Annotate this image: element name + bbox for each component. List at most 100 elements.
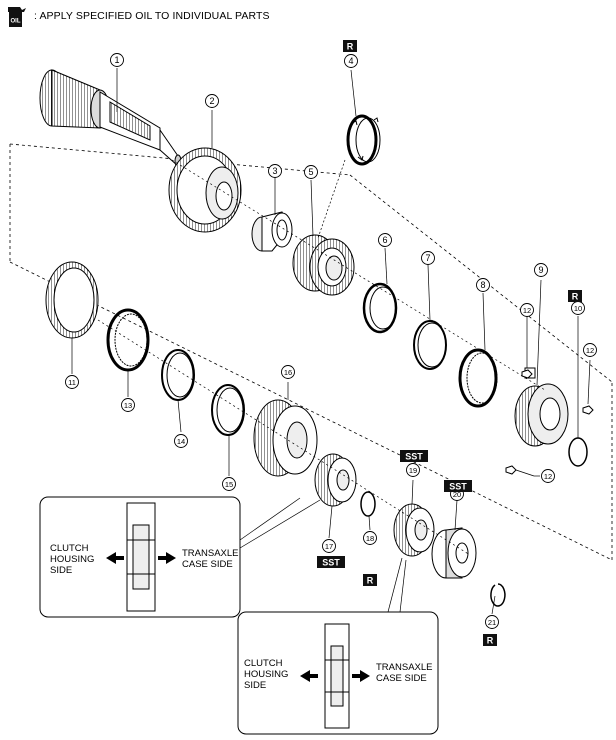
callout-number: 5	[308, 167, 313, 177]
inset-right-arrow-right-icon	[352, 670, 370, 682]
callout-number: 13	[124, 401, 132, 410]
callout-number: 1	[114, 55, 119, 65]
inset-left-transaxle-label: TRANSAXLE CASE SIDE	[182, 548, 241, 570]
callout-12: 12	[541, 469, 555, 483]
ring-part-7	[413, 320, 447, 370]
ring-part-15	[211, 384, 245, 436]
callout-number: 4	[348, 56, 353, 66]
snap-ring-part-18	[360, 491, 376, 517]
callout-4: 4	[344, 54, 358, 68]
inset-left-arrow-left-icon	[106, 552, 124, 564]
callout-12: 12	[583, 343, 597, 357]
bearing-part-3	[251, 211, 293, 252]
r-tag-part-21: R	[483, 634, 497, 646]
r-tag-part-18: R	[363, 574, 377, 586]
oil-icon-text: OIL	[11, 19, 21, 25]
tag-label: SST	[405, 452, 423, 462]
callout-number: 12	[544, 472, 552, 481]
callout-number: 9	[538, 265, 543, 275]
gear-part-5	[292, 234, 355, 296]
tag-label: R	[367, 576, 374, 586]
callout-3: 3	[268, 164, 282, 178]
r-tag-part-4: R	[343, 40, 357, 52]
callout-number: 17	[325, 542, 333, 551]
gear-part-2	[168, 147, 242, 233]
gear-part-19	[393, 503, 435, 557]
bearing-part-20	[431, 527, 477, 579]
inset-left-gear-section	[126, 502, 156, 612]
callout-number: 12	[586, 346, 594, 355]
ring-part-6	[362, 282, 398, 334]
callout-7: 7	[421, 251, 435, 265]
ring-part-11	[45, 261, 99, 339]
callout-21: 21	[485, 615, 499, 629]
inset-right: CLUTCH HOUSING SIDE TRANSAXLE CASE SIDE	[237, 611, 439, 735]
r-tag-part-10: R	[568, 290, 582, 302]
sst-tag-part-20: SST	[444, 480, 472, 492]
callout-number: 3	[272, 166, 277, 176]
callout-number: 14	[177, 437, 185, 446]
inset-right-gear-section	[324, 623, 350, 729]
tag-label: SST	[322, 558, 340, 568]
inset-left-arrow-right-icon	[158, 552, 176, 564]
callout-14: 14	[174, 434, 188, 448]
input-shaft-part	[39, 69, 182, 168]
callout-15: 15	[222, 477, 236, 491]
tag-label: R	[487, 636, 494, 646]
tag-label: R	[572, 292, 579, 302]
callout-17: 17	[322, 539, 336, 553]
sst-tag-part-17: SST	[317, 556, 345, 568]
callout-16: 16	[281, 365, 295, 379]
callout-number: 6	[382, 235, 387, 245]
synchro-ring-part-4	[346, 114, 381, 166]
callout-12: 12	[520, 303, 534, 317]
gear-part-17	[314, 453, 357, 507]
callout-number: 8	[480, 280, 485, 290]
callout-number: 21	[488, 618, 496, 627]
callout-number: 11	[68, 378, 76, 387]
leader-lines	[71, 68, 591, 615]
callout-number: 7	[425, 253, 430, 263]
callout-5: 5	[304, 165, 318, 179]
inset-right-transaxle-label: TRANSAXLE CASE SIDE	[376, 662, 435, 684]
callout-8: 8	[476, 278, 490, 292]
sst-tag-part-19: SST	[400, 450, 428, 462]
callout-18: 18	[363, 531, 377, 545]
legend-text: : APPLY SPECIFIED OIL TO INDIVIDUAL PART…	[34, 10, 270, 22]
inset-right-clutch-label: CLUTCH HOUSING SIDE	[244, 658, 291, 691]
tag-label: SST	[449, 482, 467, 492]
snap-ring-part-21	[490, 583, 506, 607]
tag-label: R	[347, 42, 354, 52]
callout-6: 6	[378, 233, 392, 247]
callout-number: 20	[453, 490, 461, 499]
legend: OIL : APPLY SPECIFIED OIL TO INDIVIDUAL …	[6, 4, 270, 28]
callout-11: 11	[65, 375, 79, 389]
ring-part-14	[161, 349, 195, 401]
inset-left: CLUTCH HOUSING SIDE TRANSAXLE CASE SIDE	[39, 496, 241, 618]
clutch-hub-part-9	[514, 367, 569, 447]
inset-left-clutch-label: CLUTCH HOUSING SIDE	[50, 543, 97, 576]
callout-13: 13	[121, 398, 135, 412]
callout-19: 19	[406, 463, 420, 477]
tag-group: R R SST SST SST R R	[317, 40, 582, 646]
callout-number: 19	[409, 466, 417, 475]
callout-1: 1	[110, 53, 124, 67]
snap-ring-part-10	[568, 437, 588, 467]
callout-2: 2	[205, 94, 219, 108]
key-parts-12	[505, 369, 594, 477]
callout-number: 2	[209, 96, 214, 106]
synchro-ring-part-13	[106, 308, 150, 372]
synchro-ring-part-8	[458, 348, 498, 408]
callout-10: 10	[571, 301, 585, 315]
gear-part-16	[253, 399, 318, 477]
callout-number: 16	[284, 368, 292, 377]
callout-number: 15	[225, 480, 233, 489]
callout-number: 12	[523, 306, 531, 315]
callout-number: 18	[366, 534, 374, 543]
callout-number: 10	[574, 304, 582, 313]
inset-right-arrow-left-icon	[300, 670, 318, 682]
oil-can-icon: OIL	[8, 7, 26, 27]
callout-9: 9	[534, 263, 548, 277]
